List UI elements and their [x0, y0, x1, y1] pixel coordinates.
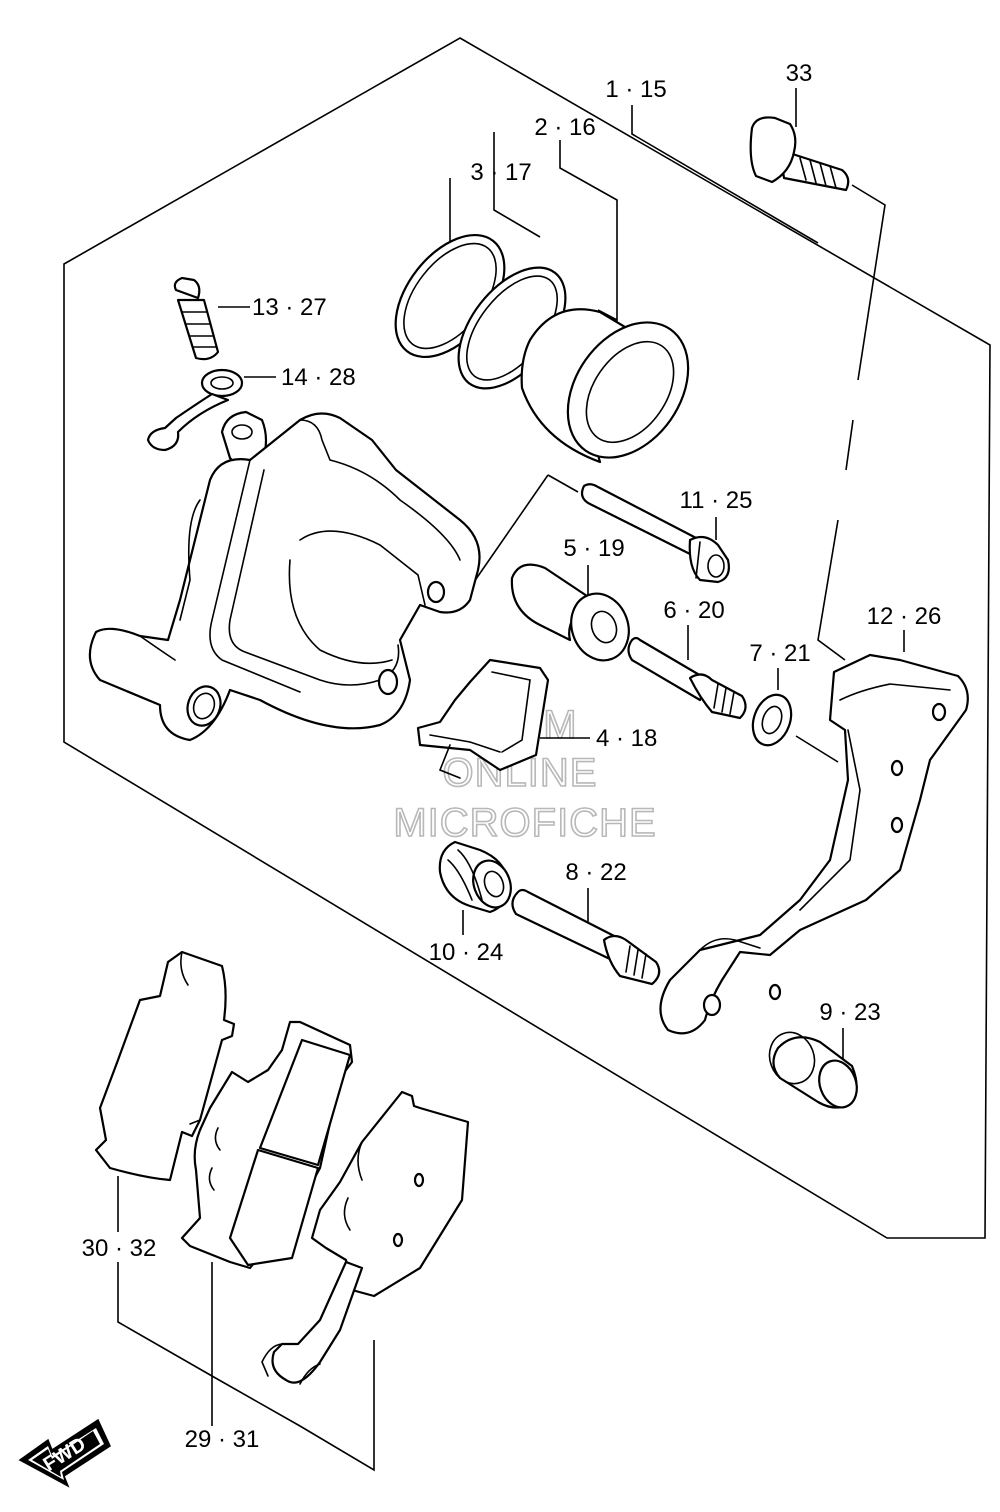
callout-30-32: 30 · 32	[82, 1235, 157, 1262]
sleeve-6-20-drawing	[627, 636, 747, 720]
leader-33b	[851, 184, 886, 381]
leader-33d	[817, 519, 846, 661]
leader-11-25c	[547, 474, 579, 493]
leader-29-31b	[211, 1340, 375, 1472]
leader-2-16	[559, 140, 618, 322]
bushing-9-23-drawing	[768, 1031, 858, 1109]
callout-29-31: 29 · 31	[185, 1426, 260, 1453]
clip-4-18-drawing	[416, 658, 550, 779]
callout-33: 33	[786, 60, 813, 87]
callout-8-22: 8 · 22	[565, 859, 626, 886]
bracket-12-26-drawing	[659, 653, 969, 1035]
assembly-frame	[63, 37, 991, 1239]
pad-29-31-drawing	[180, 1020, 354, 1270]
callout-9-23: 9 · 23	[819, 999, 880, 1026]
pin-8-22-drawing	[511, 888, 661, 986]
callout-12-26: 12 · 26	[867, 603, 942, 630]
leader-33c	[845, 419, 854, 471]
callout-7-21: 7 · 21	[749, 640, 810, 667]
piston-1-15-drawing	[520, 308, 690, 464]
watermark-line-3: MICROFICHE	[393, 801, 656, 845]
callout-1-15: 1 · 15	[605, 76, 666, 103]
callout-2-16: 2 · 16	[534, 114, 595, 141]
bolt-33-drawing	[749, 116, 850, 192]
leader-7-21b	[795, 735, 839, 763]
pin-11-25-drawing	[580, 483, 730, 584]
boot-10-24-drawing	[438, 840, 512, 914]
pad-spring-drawing	[261, 1260, 364, 1385]
callout-5-19: 5 · 19	[563, 535, 624, 562]
callout-4-18: 4 · 18	[596, 725, 657, 752]
leader-30-32b	[117, 1262, 213, 1377]
washer-7-21-drawing	[751, 693, 793, 747]
leader-1-15	[631, 105, 819, 244]
bleeder-cap-14-28-drawing	[146, 368, 244, 452]
boot-5-19-drawing	[510, 563, 630, 662]
fwd-arrow-icon: FWD	[18, 1418, 111, 1488]
leader-3-17	[493, 132, 541, 238]
callout-10-24: 10 · 24	[429, 939, 504, 966]
callout-11-25: 11 · 25	[680, 487, 753, 514]
caliper-body-drawing	[88, 410, 481, 742]
callout-13-27: 13 · 27	[252, 294, 327, 321]
callout-14-28: 14 · 28	[281, 364, 356, 391]
bleeder-valve-13-27-drawing	[173, 276, 220, 361]
shim-right-drawing	[310, 1090, 470, 1298]
callout-6-20: 6 · 20	[663, 597, 724, 624]
callout-3-17: 3 · 17	[470, 159, 531, 186]
shim-30-32-drawing	[94, 950, 236, 1182]
